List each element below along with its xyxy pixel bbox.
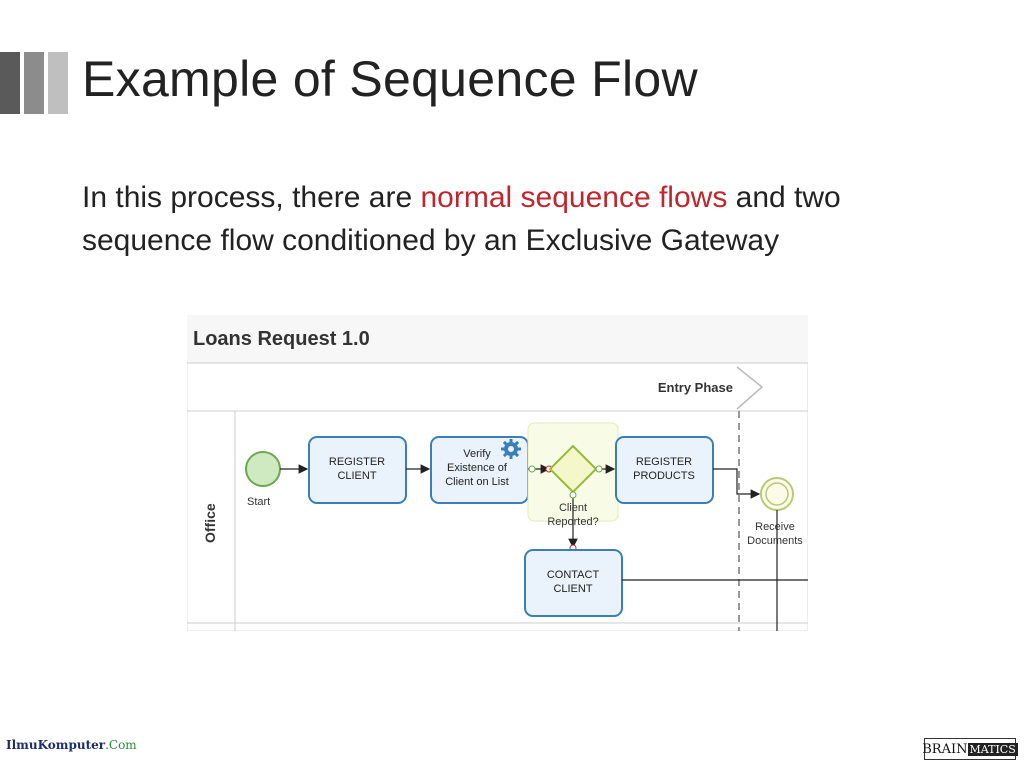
body-text-end: and two sequence flow conditioned by an …	[82, 181, 841, 257]
logo-right-text: BRAIN	[922, 741, 968, 757]
task-label: Existence of	[447, 462, 508, 474]
start-event	[245, 451, 281, 487]
phase-chevron	[736, 366, 764, 410]
gateway-label: Client	[559, 502, 587, 514]
task-register-products	[615, 436, 714, 504]
task-register-client	[308, 436, 407, 504]
ilmukomputer-logo: IlmuKomputer.Com	[6, 738, 137, 752]
pool-title: Loans Request 1.0	[193, 328, 370, 350]
title-decoration-bars	[0, 52, 72, 114]
decoration-bar	[48, 52, 68, 114]
event-label: Receive	[755, 521, 795, 533]
phase-label: Entry Phase	[658, 380, 733, 395]
decoration-bar	[0, 52, 20, 114]
gateway-label: Reported?	[547, 516, 598, 528]
task-label: REGISTER	[329, 456, 385, 468]
task-label: PRODUCTS	[633, 470, 695, 482]
slide-body: In this process, there are normal sequen…	[82, 176, 952, 262]
task-label: CLIENT	[337, 470, 376, 482]
task-label: CLIENT	[553, 583, 592, 595]
decoration-bar	[24, 52, 44, 114]
task-label: Client on List	[445, 476, 509, 488]
logo-left-suffix: .Com	[105, 738, 137, 752]
task-label: CONTACT	[547, 569, 600, 581]
slide-title: Example of Sequence Flow	[82, 51, 698, 107]
task-label: Verify	[463, 448, 491, 460]
logo-right-suffix: MATICS	[967, 742, 1018, 756]
body-text-start: In this process, there are	[82, 181, 421, 214]
start-label: Start	[247, 496, 270, 508]
gear-icon	[501, 439, 521, 459]
pool-header	[187, 315, 808, 363]
body-highlight: normal sequence flows	[420, 181, 728, 214]
logo-left-text: IlmuKomputer	[6, 738, 106, 752]
event-label: Documents	[747, 535, 803, 547]
bpmn-diagram: Loans Request 1.0 Entry Phase Office Sta…	[187, 315, 808, 631]
task-contact-client	[524, 549, 623, 617]
task-label: REGISTER	[636, 456, 692, 468]
lane-label: Office	[202, 503, 218, 543]
